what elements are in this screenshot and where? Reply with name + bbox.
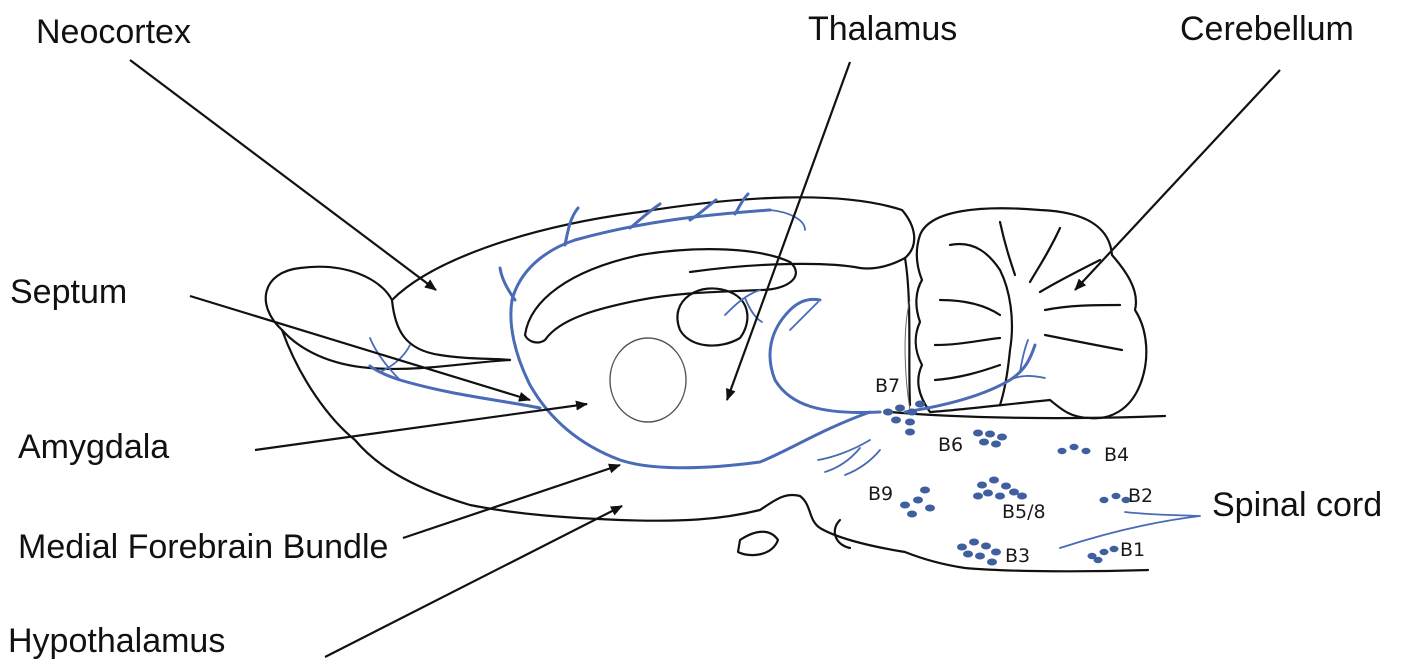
nucleus-b1: B1: [1120, 541, 1145, 560]
nucleus-b2: B2: [1128, 487, 1153, 506]
label-septum: Septum: [10, 275, 127, 309]
pituitary-bump: [738, 532, 778, 555]
nucleus-b4: B4: [1104, 446, 1129, 465]
olfactory-projection: [370, 366, 540, 408]
ventral-fine: [818, 440, 880, 475]
label-medial-forebrain-bundle: Medial Forebrain Bundle: [18, 530, 388, 564]
amygdala-arrow: [255, 404, 587, 450]
label-cerebellum: Cerebellum: [1180, 12, 1354, 46]
nucleus-b3: B3: [1005, 547, 1030, 566]
label-hypothalamus: Hypothalamus: [8, 624, 225, 658]
olfactory-fine: [370, 338, 410, 380]
thalamus-arrow: [727, 62, 850, 400]
thalamic-bump: [677, 288, 747, 345]
nucleus-b6: B6: [938, 436, 963, 455]
b5-8-dots: [973, 477, 1027, 500]
b1-dots: [1088, 546, 1119, 563]
cerebellum-arrow: [1075, 70, 1280, 290]
label-spinal-cord: Spinal cord: [1212, 488, 1382, 522]
label-amygdala: Amygdala: [18, 430, 169, 464]
b2-dots: [1100, 493, 1131, 503]
projection-pathways: [370, 194, 1035, 468]
hippocampus-loop: [525, 249, 796, 342]
pointer-arrows: [130, 60, 1280, 657]
cell-groups: [883, 401, 1131, 566]
b9-dots: [900, 487, 935, 518]
septum-arrow: [190, 296, 530, 400]
septum-oval: [610, 338, 686, 422]
cerebellar-folia: [935, 222, 1122, 405]
cortex-branch-5: [500, 268, 515, 300]
label-thalamus: Thalamus: [808, 12, 957, 46]
b6-dots: [973, 430, 1007, 448]
neocortex-arrow: [130, 60, 436, 290]
pons-notch: [835, 520, 850, 548]
brain-outer-contour: [266, 197, 914, 330]
label-neocortex: Neocortex: [36, 15, 191, 49]
b3-dots: [957, 539, 1001, 566]
b7-dots: [883, 401, 925, 436]
nucleus-b9: B9: [868, 485, 893, 504]
cerebellar-projection: [770, 299, 880, 412]
b4-dots: [1058, 444, 1091, 454]
neocortex-boundary: [392, 300, 510, 360]
mfb-arrow: [403, 465, 620, 538]
nucleus-b5-8: B5/8: [1002, 503, 1046, 522]
nucleus-b7: B7: [875, 377, 900, 396]
cerebellum-outline: [916, 208, 1147, 418]
